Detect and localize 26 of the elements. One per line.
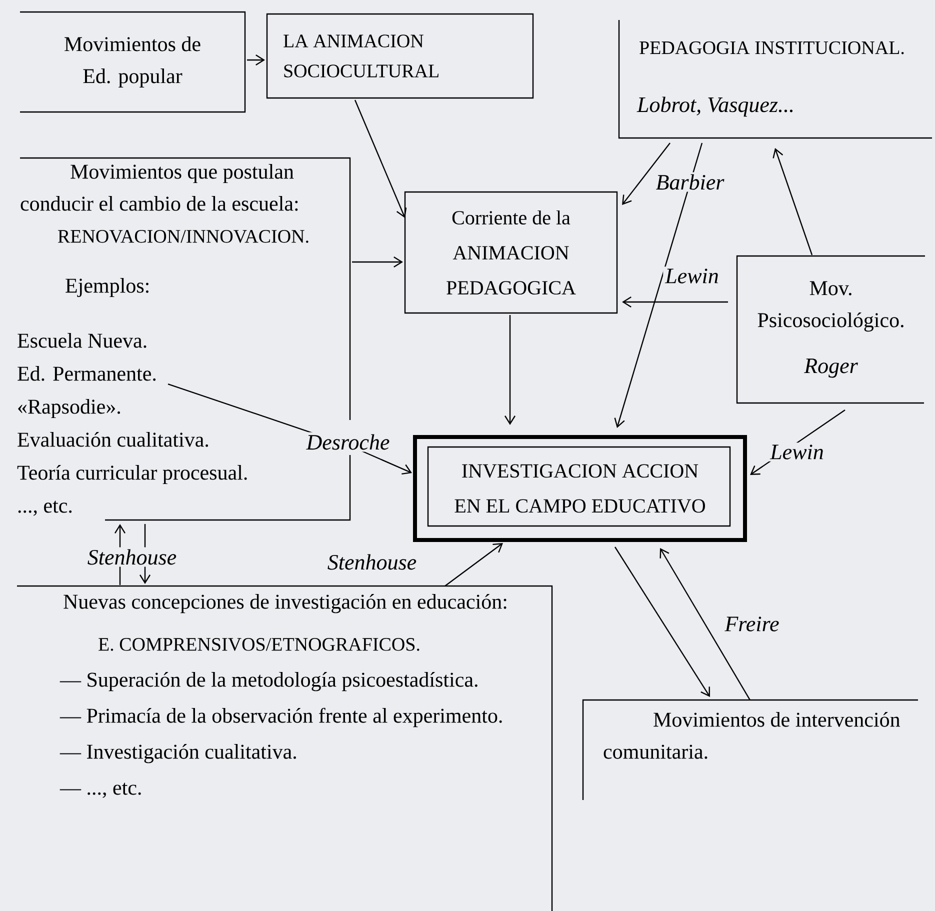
- arrow: [622, 142, 670, 205]
- process-box: Corriente de la ANIMACION PEDAGOGICA: [404, 191, 618, 314]
- arrow: [622, 296, 728, 308]
- arrow: [354, 100, 407, 218]
- process-box: LA ANIMACION SOCIOCULTURAL: [266, 13, 534, 99]
- edge-label: Lewin: [663, 266, 721, 286]
- arrow: [352, 256, 403, 268]
- edge-label: Freire: [722, 614, 782, 634]
- bracketed-text: Movimientos de Ed. popular: [20, 11, 246, 113]
- edge-label: Lewin: [768, 442, 826, 462]
- arrow: [444, 543, 503, 586]
- edge-label: Barbier: [654, 172, 726, 192]
- bracketed-text: Movimientos de intervención comunitaria.: [582, 699, 918, 800]
- arrow: [504, 315, 516, 425]
- arrow: [614, 546, 710, 698]
- arrow: [660, 548, 751, 700]
- arrow: [614, 142, 703, 428]
- edge-label: Desroche: [304, 432, 392, 452]
- bracketed-text: Nuevas concepciones de investigación en educación: E. COMPRENSIVOS/ETNOGRAFICOS. — Superación de la metodología psicoestadística. — Primacía de la observación frente al experimento. — Investigación cualitativa. — ..., etc.: [17, 585, 553, 911]
- edge-label: Stenhouse: [325, 552, 419, 572]
- edge-label: Stenhouse: [85, 547, 179, 567]
- arrow: [772, 148, 813, 256]
- bracketed-text: PEDAGOGIA INSTITUCIONAL. Lobrot, Vasquez...: [618, 20, 932, 139]
- double-box: INVESTIGACION ACCION EN EL CAMPO EDUCATIVO: [413, 435, 747, 542]
- arrow: [247, 54, 265, 66]
- bracketed-text: Mov. Psicosociológico. Roger: [736, 255, 925, 404]
